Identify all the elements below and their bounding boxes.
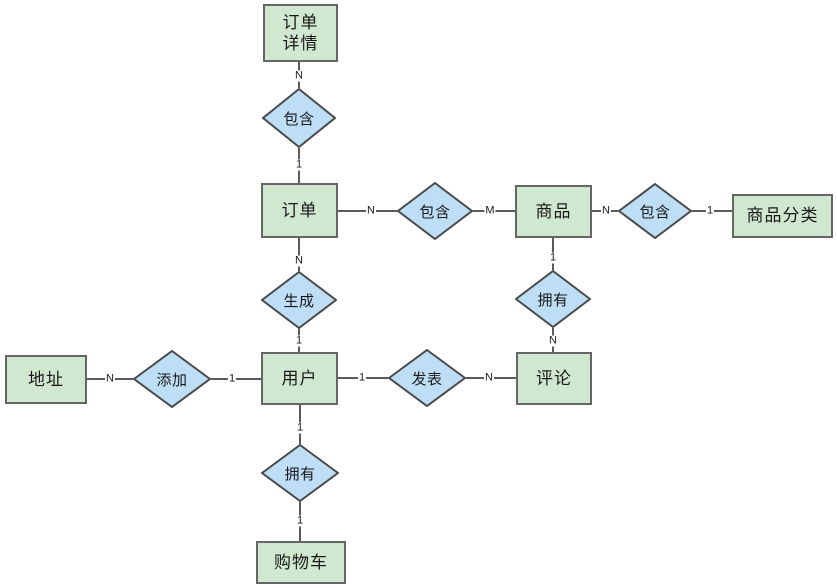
relationship-rel_user_comment[interactable]: 发表 — [388, 349, 466, 407]
entity-product[interactable]: 商品 — [515, 185, 592, 238]
relationship-rel_prod_comment[interactable]: 拥有 — [515, 270, 591, 328]
relationship-rel_user_cart[interactable]: 拥有 — [261, 444, 339, 502]
diamond-shape — [397, 182, 473, 240]
relationship-rel_prod_cat[interactable]: 包含 — [618, 183, 692, 239]
diamond-shape — [618, 183, 692, 239]
relationship-rel_order_product[interactable]: 包含 — [397, 182, 473, 240]
entity-order_detail[interactable]: 订单 详情 — [263, 4, 338, 62]
relationship-rel_addr_user[interactable]: 添加 — [133, 350, 211, 408]
cardinality-label: 1 — [294, 158, 304, 171]
diamond-shape — [261, 271, 337, 329]
cardinality-label: N — [601, 204, 611, 217]
cardinality-label: 1 — [295, 421, 305, 434]
relationship-rel_order_user[interactable]: 生成 — [261, 271, 337, 329]
diamond-shape — [388, 349, 466, 407]
cardinality-label: N — [548, 334, 558, 347]
cardinality-label: N — [484, 371, 494, 384]
cardinality-label: N — [294, 69, 304, 82]
relationship-rel_order_detail[interactable]: 包含 — [262, 88, 336, 148]
diamond-shape — [261, 444, 339, 502]
diamond-shape — [515, 270, 591, 328]
cardinality-label: M — [484, 204, 496, 217]
diamond-shape — [133, 350, 211, 408]
cardinality-label: 1 — [357, 371, 367, 384]
cardinality-label: N — [294, 254, 304, 267]
entity-cart[interactable]: 购物车 — [256, 541, 346, 584]
cardinality-label: 1 — [705, 204, 715, 217]
cardinality-label: 1 — [295, 514, 305, 527]
entity-user[interactable]: 用户 — [261, 352, 338, 405]
entity-product_cat[interactable]: 商品分类 — [732, 194, 833, 238]
cardinality-label: N — [105, 372, 115, 385]
diamond-shape — [262, 88, 336, 148]
entity-address[interactable]: 地址 — [5, 355, 87, 404]
entity-comment[interactable]: 评论 — [516, 352, 592, 405]
cardinality-label: 1 — [227, 372, 237, 385]
cardinality-label: 1 — [548, 251, 558, 264]
entity-order[interactable]: 订单 — [261, 183, 338, 238]
cardinality-label: N — [366, 204, 376, 217]
cardinality-label: 1 — [294, 334, 304, 347]
